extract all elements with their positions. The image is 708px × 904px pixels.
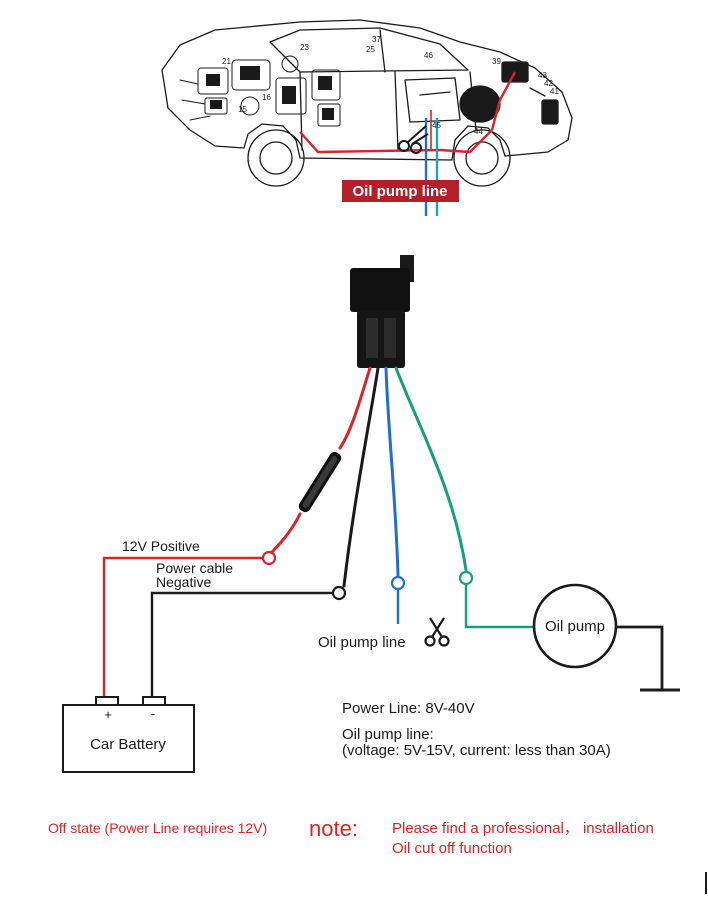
black-wire [342, 366, 380, 588]
oil-pump-line-wire-label: Oil pump line [318, 634, 406, 651]
part-numbers: 37 25 46 39 43 42 41 45 44 23 21 15 16 [222, 35, 559, 136]
part-number: 37 [372, 35, 381, 44]
negative-lead [150, 591, 333, 698]
inline-fuse [298, 451, 342, 513]
rear-wheel-hub [465, 141, 499, 175]
positive-terminal [261, 550, 277, 566]
relay-body [350, 268, 410, 312]
battery-plus-sign: + [104, 707, 112, 722]
part-number: 16 [262, 93, 271, 102]
car-red-wire [299, 129, 493, 154]
part-number: 39 [492, 57, 501, 66]
cursor-mark [705, 872, 707, 894]
positive-label: 12V Positive [122, 538, 200, 554]
car-door-line [299, 71, 303, 151]
part-number: 15 [238, 105, 247, 114]
oil-pump-line-spec-detail: (voltage: 5V-15V, current: less than 30A… [342, 742, 611, 759]
engine-shading [206, 66, 334, 120]
car-battery [62, 704, 195, 773]
green-wire [394, 366, 468, 572]
off-state-note: Off state (Power Line requires 12V) [48, 820, 267, 836]
part-number: 42 [544, 79, 553, 88]
battery-plus-post [95, 696, 119, 706]
scissors-icon [398, 125, 429, 154]
negative-label: Negative [156, 574, 211, 590]
part-number: 46 [424, 51, 433, 60]
car-door-line [394, 71, 399, 151]
front-wheel [247, 129, 305, 187]
note-label: note: [309, 816, 358, 841]
relay-module [350, 255, 414, 368]
part-number: 43 [538, 71, 547, 80]
red-wire [270, 512, 302, 554]
car-red-wire-rear [490, 71, 517, 131]
battery-minus-post [142, 696, 166, 706]
oil-pump-line-label-box [342, 180, 459, 202]
oil-pump-line-spec-title: Oil pump line: [342, 726, 434, 743]
part-number: 41 [550, 87, 559, 96]
oil-pump [532, 583, 618, 669]
car-interior [419, 91, 451, 96]
part-number: 23 [300, 43, 309, 52]
negative-terminal [331, 585, 347, 601]
fuel-tank [459, 85, 501, 123]
part-number: 21 [222, 57, 231, 66]
part-number: 45 [432, 121, 441, 130]
relay-plug-slot [384, 318, 396, 358]
front-wheel-hub [259, 141, 293, 175]
relay-wires [270, 366, 468, 588]
power-cable-label: Power cable [156, 560, 233, 576]
battery-minus-sign: - [151, 706, 155, 721]
ring-terminals [261, 550, 474, 601]
part-number: 44 [474, 127, 483, 136]
green-terminal [458, 570, 474, 586]
part-number: 25 [366, 45, 375, 54]
red-wire [338, 366, 372, 450]
note-line-1: Please find a professional， installation [392, 820, 654, 837]
oil-pump-feed [464, 584, 534, 629]
blue-wire [384, 366, 400, 578]
oil-pump-label: Oil pump [545, 618, 605, 635]
relay-plug [357, 310, 405, 368]
car-window-divider [379, 29, 386, 73]
car-body-outline [161, 19, 573, 161]
oil-pump-line-label: Oil pump line [352, 183, 447, 200]
relay-plug-slot [366, 318, 378, 358]
note-line-2: Oil cut off function [392, 840, 512, 857]
blue-terminal [390, 575, 406, 591]
circuit-wires [102, 556, 680, 698]
pump-ground-wire [616, 625, 664, 690]
battery-label: Car Battery [90, 736, 166, 753]
engine-components [179, 55, 341, 127]
scissors-icon [424, 617, 450, 647]
rear-wheel [453, 129, 511, 187]
positive-lead [102, 556, 263, 698]
power-line-spec: Power Line: 8V-40V [342, 700, 475, 717]
car-interior [404, 77, 461, 123]
